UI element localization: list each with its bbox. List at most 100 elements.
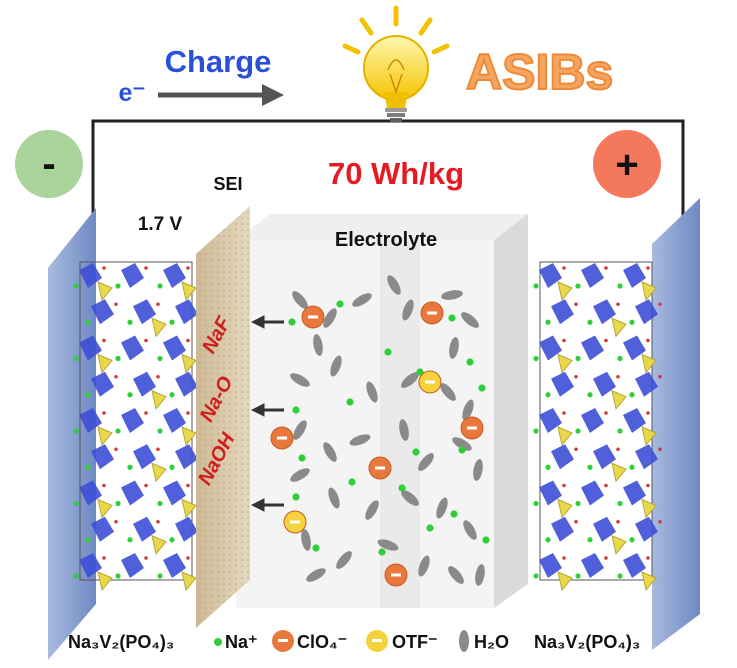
phosphate-tetrahedron [641,571,657,592]
water-molecule [290,373,310,387]
minus-icon [425,380,435,384]
minus-icon [427,311,437,315]
voltage-label: 1.7 V [138,214,183,235]
sodium-site [85,392,91,398]
vanadium-octahedron [581,263,604,288]
sodium-ion [288,318,296,326]
sei-layer [196,206,250,628]
legend-sodium-ion: Na⁺ [225,632,258,652]
vanadium-octahedron [581,408,604,433]
oxygen-site [616,302,620,307]
oxygen-site [646,338,650,343]
sodium-site [575,500,581,507]
phosphate-tetrahedron [641,426,657,447]
phosphate-tetrahedron [611,317,627,338]
water-molecule [441,290,463,300]
legend-cathode-material: Na₃V₂(PO₄)₃ [534,632,640,652]
oxygen-site [102,411,106,415]
vanadium-octahedron [163,335,186,361]
oxygen-site [156,447,160,452]
water-molecule [449,337,459,359]
oxygen-site [156,302,160,307]
vanadium-octahedron [121,480,144,506]
oxygen-site [574,447,578,452]
sodium-ion [298,454,306,462]
oxygen-site [658,302,662,307]
arrow-right-icon [158,84,284,106]
sodium-ion [478,384,486,392]
phosphate-tetrahedron [641,353,657,374]
sodium-site [73,355,79,362]
vanadium-octahedron [121,263,144,288]
sodium-site [617,428,623,434]
legend: Na₃V₂(PO₄)₃ Na⁺ ClO₄⁻ OTF⁻ H₂O Na₃V₂(PO₄… [68,630,640,652]
sodium-site [617,573,623,579]
vanadium-octahedron [121,553,144,578]
sodium-ion [346,398,354,406]
sodium-ion [384,348,392,356]
oxygen-site [156,519,160,524]
oxygen-site [604,338,608,343]
phosphate-tetrahedron [151,389,167,410]
vanadium-octahedron [91,516,114,542]
phosphate-tetrahedron [151,534,167,555]
sodium-site [533,500,539,507]
sodium-site [533,573,539,579]
sodium-site [629,537,635,543]
water-molecule [401,490,419,506]
oxygen-site [646,266,650,270]
phosphate-tetrahedron [557,426,573,447]
vanadium-octahedron [175,516,198,542]
cathode-crystal-structure [533,261,662,592]
vanadium-octahedron [539,263,562,288]
phosphate-tetrahedron [557,571,573,592]
vanadium-octahedron [623,335,646,361]
sodium-site [127,392,133,398]
vanadium-octahedron [121,335,144,361]
sodium-site [169,392,175,398]
vanadium-octahedron [539,408,562,433]
vanadium-octahedron [539,335,562,361]
sodium-site [169,319,175,325]
sodium-ion [336,300,344,308]
sodium-site [169,537,175,543]
sodium-site [545,464,551,470]
phosphate-tetrahedron [641,498,657,519]
vanadium-octahedron [551,299,574,325]
water-molecule [290,468,310,482]
sodium-site [73,428,79,434]
oxygen-site [114,302,118,307]
minus-icon [290,520,300,524]
oxygen-site [186,556,190,560]
vanadium-octahedron [635,516,658,542]
sodium-ion [416,368,424,376]
sodium-ion [378,548,386,556]
vanadium-octahedron [91,299,114,325]
vanadium-octahedron [91,371,114,397]
minus-icon [391,573,401,577]
vanadium-octahedron [175,444,198,470]
water-molecule [328,487,340,509]
sodium-ion [292,406,300,414]
sodium-ion [348,478,356,486]
external-circuit-wire [91,119,685,237]
phosphate-tetrahedron [181,498,197,519]
phosphate-tetrahedron [97,571,113,592]
vanadium-octahedron [581,480,604,506]
phosphate-tetrahedron [97,426,113,447]
water-molecule [463,520,477,540]
ion-migration-arrows [250,315,284,512]
vanadium-octahedron [623,408,646,433]
electron-label: e⁻ [118,79,145,107]
sodium-ion [450,510,458,518]
sodium-ion [312,544,320,552]
sodium-site [629,464,635,470]
oxygen-site [616,447,620,452]
water-molecule [352,293,372,307]
oxygen-site [604,266,608,270]
oxygen-site [186,483,190,488]
water-molecule [330,355,342,377]
oxygen-site [186,411,190,415]
vanadium-octahedron [163,553,186,578]
vanadium-octahedron [581,335,604,361]
